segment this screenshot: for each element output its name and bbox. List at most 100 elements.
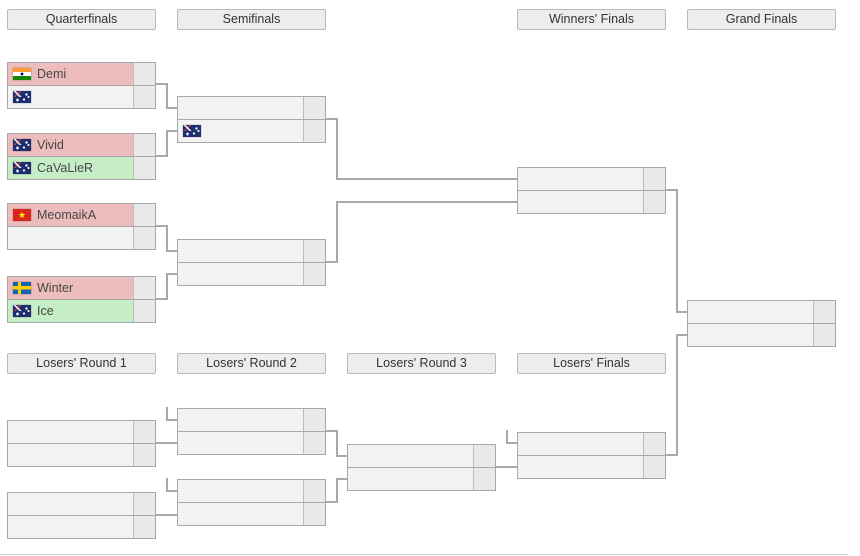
header-losers-round-3: Losers' Round 3 bbox=[347, 353, 496, 374]
connector-line bbox=[166, 130, 177, 132]
score-cell bbox=[134, 227, 155, 249]
score-cell bbox=[304, 503, 325, 525]
player-slot-bottom bbox=[8, 443, 155, 466]
player-slot-top bbox=[178, 97, 325, 119]
score-cell bbox=[134, 134, 155, 156]
player-name: Demi bbox=[37, 67, 67, 81]
connector-line bbox=[156, 442, 177, 444]
player-slot-bottom[interactable]: Ice bbox=[8, 299, 155, 322]
player-slot-top bbox=[178, 240, 325, 262]
score-cell bbox=[134, 157, 155, 179]
player-slot-bottom bbox=[178, 262, 325, 285]
score-cell bbox=[474, 468, 495, 490]
player-slot-top bbox=[348, 445, 495, 467]
player-slot-bottom[interactable] bbox=[178, 119, 325, 142]
connector-line bbox=[676, 334, 687, 336]
connector-line bbox=[326, 430, 338, 432]
connector-line bbox=[156, 83, 168, 85]
match-grand-finals bbox=[687, 300, 836, 347]
player-slot-top bbox=[8, 493, 155, 515]
score-cell bbox=[814, 301, 835, 323]
connector-line bbox=[166, 225, 168, 252]
connector-line bbox=[666, 454, 678, 456]
match-quarterfinal-1: Demi bbox=[7, 62, 156, 109]
connector-line bbox=[336, 478, 347, 480]
score-cell bbox=[304, 97, 325, 119]
player-slot-top[interactable]: MeomaikA bbox=[8, 204, 155, 226]
score-cell bbox=[134, 493, 155, 515]
score-cell bbox=[474, 445, 495, 467]
player-slot-bottom bbox=[8, 226, 155, 249]
player-slot-bottom bbox=[8, 515, 155, 538]
score-cell bbox=[134, 63, 155, 85]
flag-australia-icon bbox=[13, 91, 31, 103]
player-slot-top[interactable]: Demi bbox=[8, 63, 155, 85]
match-semifinal-2 bbox=[177, 239, 326, 286]
match-quarterfinal-2: Vivid CaVaLieR bbox=[7, 133, 156, 180]
connector-line bbox=[166, 250, 177, 252]
connector-line bbox=[336, 455, 347, 457]
match-losers-round1-2 bbox=[7, 492, 156, 539]
header-losers-round-1: Losers' Round 1 bbox=[7, 353, 156, 374]
match-losers-round3 bbox=[347, 444, 496, 491]
connector-line bbox=[166, 83, 168, 109]
score-cell bbox=[644, 191, 665, 213]
player-slot-bottom bbox=[518, 455, 665, 478]
player-slot-bottom[interactable]: CaVaLieR bbox=[8, 156, 155, 179]
score-cell bbox=[134, 421, 155, 443]
player-slot-top bbox=[688, 301, 835, 323]
flag-australia-icon bbox=[13, 139, 31, 151]
player-slot-bottom bbox=[518, 190, 665, 213]
player-slot-top bbox=[518, 168, 665, 190]
player-slot-top[interactable]: Winter bbox=[8, 277, 155, 299]
connector-line bbox=[676, 334, 678, 456]
connector-line bbox=[166, 273, 168, 300]
flag-australia-icon bbox=[13, 162, 31, 174]
player-name: CaVaLieR bbox=[37, 161, 94, 175]
connector-line bbox=[156, 298, 168, 300]
player-slot-bottom bbox=[688, 323, 835, 346]
player-slot-top bbox=[178, 409, 325, 431]
score-cell bbox=[304, 263, 325, 285]
connector-line bbox=[336, 201, 517, 203]
connector-line bbox=[336, 178, 517, 180]
connector-line bbox=[156, 225, 168, 227]
loser-drop-stub bbox=[166, 478, 168, 492]
score-cell bbox=[304, 120, 325, 142]
header-losers-round-2: Losers' Round 2 bbox=[177, 353, 326, 374]
bottom-border bbox=[0, 554, 848, 555]
connector-line bbox=[166, 130, 168, 157]
connector-line bbox=[666, 189, 678, 191]
score-cell bbox=[644, 168, 665, 190]
connector-line bbox=[166, 107, 177, 109]
header-losers-finals: Losers' Finals bbox=[517, 353, 666, 374]
match-quarterfinal-3: MeomaikA bbox=[7, 203, 156, 250]
score-cell bbox=[304, 409, 325, 431]
player-slot-top[interactable]: Vivid bbox=[8, 134, 155, 156]
player-name: Vivid bbox=[37, 138, 64, 152]
player-slot-bottom[interactable] bbox=[8, 85, 155, 108]
connector-line bbox=[336, 118, 338, 180]
header-grand-finals: Grand Finals bbox=[687, 9, 836, 30]
match-losers-round2-2 bbox=[177, 479, 326, 526]
connector-line bbox=[156, 514, 177, 516]
score-cell bbox=[134, 300, 155, 322]
match-losers-finals bbox=[517, 432, 666, 479]
header-winners-finals: Winners' Finals bbox=[517, 9, 666, 30]
loser-drop-stub bbox=[166, 419, 177, 421]
player-name: MeomaikA bbox=[37, 208, 97, 222]
connector-line bbox=[496, 466, 517, 468]
loser-drop-stub bbox=[166, 490, 177, 492]
score-cell bbox=[134, 277, 155, 299]
player-slot-top bbox=[8, 421, 155, 443]
score-cell bbox=[134, 444, 155, 466]
player-slot-bottom bbox=[178, 431, 325, 454]
score-cell bbox=[134, 204, 155, 226]
connector-line bbox=[166, 273, 177, 275]
flag-india-icon bbox=[13, 68, 31, 80]
score-cell bbox=[134, 516, 155, 538]
header-semifinals: Semifinals bbox=[177, 9, 326, 30]
connector-line bbox=[676, 311, 687, 313]
header-quarterfinals: Quarterfinals bbox=[7, 9, 156, 30]
